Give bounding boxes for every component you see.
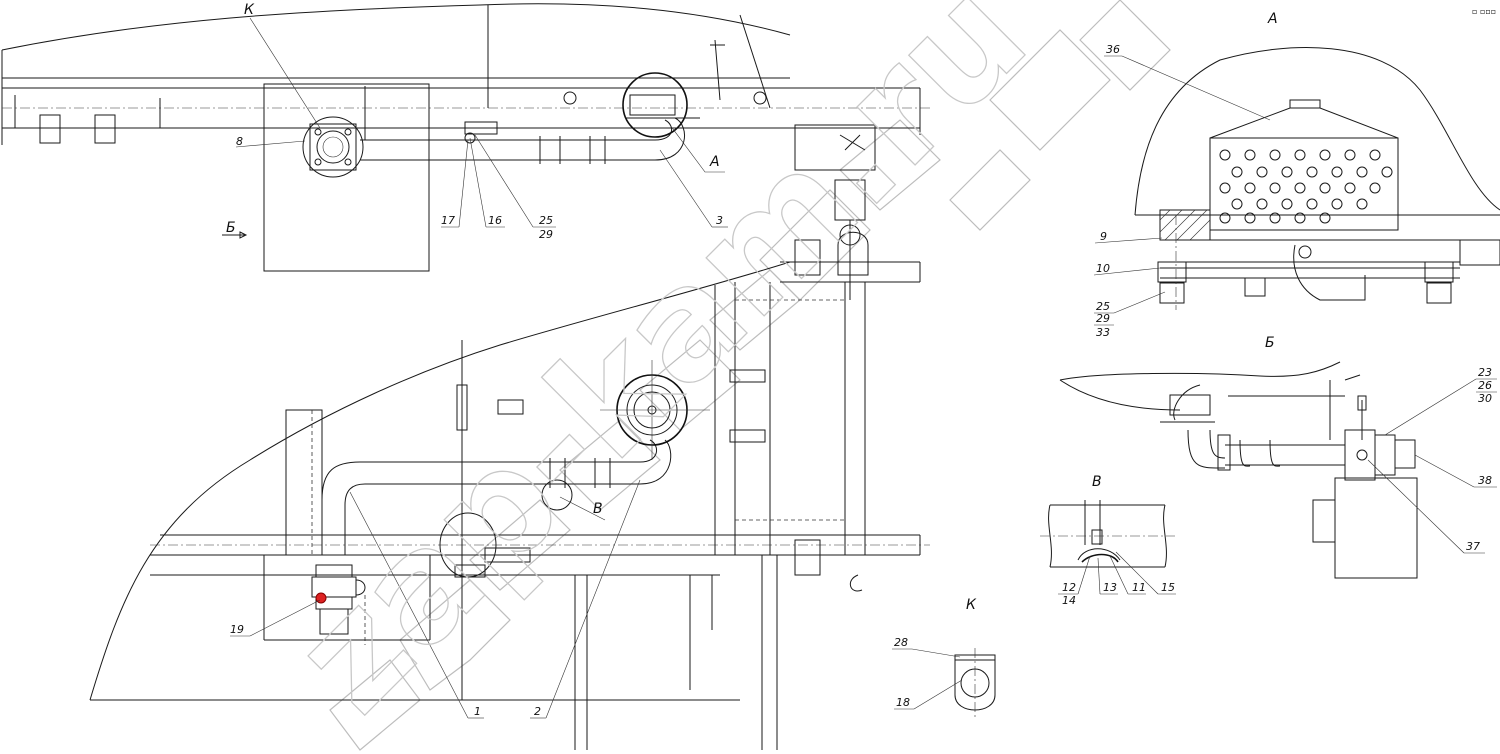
arrow-label-a: А <box>709 154 720 170</box>
callout-13: 13 <box>1103 581 1117 594</box>
callout-38: 38 <box>1478 474 1492 487</box>
arrow-label-v: В <box>593 501 603 517</box>
callout-15: 15 <box>1161 581 1175 594</box>
callout-9: 9 <box>1100 230 1107 243</box>
callout-a29: 29 <box>1096 312 1110 325</box>
view-title-v: В <box>1092 474 1102 490</box>
leader-8 <box>235 140 306 148</box>
leader-10 <box>1093 267 1161 276</box>
callout-23: 23 <box>1478 366 1492 379</box>
leader-28 <box>911 648 961 658</box>
view-title-a: А <box>1267 11 1278 27</box>
callout-8: 8 <box>236 135 243 148</box>
callout-36: 36 <box>1106 43 1120 56</box>
top-plan-view <box>1 3 930 300</box>
leader-17 <box>458 139 469 228</box>
leader-38 <box>1414 454 1475 488</box>
callout-29: 29 <box>539 228 553 241</box>
view-title-k: К <box>966 597 977 613</box>
leader-16 <box>469 137 487 228</box>
view-k <box>954 648 996 718</box>
leader-3 <box>659 149 713 228</box>
corner-mark: ▫ ▫▫▫ <box>1472 7 1496 16</box>
leader-13 <box>1097 557 1101 595</box>
view-b <box>1059 361 1418 579</box>
leader-v <box>559 496 606 521</box>
callout-12: 12 <box>1062 581 1076 594</box>
callout-17: 17 <box>441 214 455 227</box>
leader-11 <box>1109 555 1129 595</box>
view-a <box>1134 47 1500 310</box>
callout-2: 2 <box>534 705 541 718</box>
leader-37 <box>1367 459 1465 554</box>
callout-28: 28 <box>894 636 908 649</box>
leader-23 <box>1384 378 1477 436</box>
view-v <box>1040 500 1175 568</box>
watermark-text: zap-kam.ru <box>262 0 1059 745</box>
perforations <box>1219 149 1393 224</box>
callout-10: 10 <box>1096 262 1110 275</box>
callout-19: 19 <box>230 623 244 636</box>
callout-a25: 25 <box>1096 300 1110 313</box>
leader-15 <box>1115 551 1159 595</box>
callout-26: 26 <box>1478 379 1492 392</box>
callout-30: 30 <box>1478 392 1492 405</box>
leader-19 <box>249 599 321 637</box>
callout-37: 37 <box>1466 540 1480 553</box>
view-title-k-top: К <box>244 2 255 18</box>
callout-18: 18 <box>896 696 910 709</box>
leader-9 <box>1094 237 1163 244</box>
callout-3: 3 <box>716 214 723 227</box>
view-title-b: Б <box>1265 335 1275 351</box>
callout-1: 1 <box>474 705 481 718</box>
leader-18 <box>913 679 963 710</box>
leader-1 <box>349 491 469 719</box>
callout-14: 14 <box>1062 594 1076 607</box>
main-side-view <box>89 231 930 750</box>
leader-k-top <box>249 17 321 129</box>
leader-36 <box>1121 55 1271 121</box>
leader-25 <box>474 134 534 228</box>
leader-a <box>669 124 725 173</box>
leader-12 <box>1077 555 1091 595</box>
leader-a25 <box>1113 291 1166 314</box>
callout-a33: 33 <box>1096 326 1110 339</box>
callout-25: 25 <box>539 214 553 227</box>
leader-2 <box>545 479 641 719</box>
callout-11: 11 <box>1132 581 1146 594</box>
arrow-label-b: Б <box>226 220 236 236</box>
callout-16: 16 <box>488 214 502 227</box>
